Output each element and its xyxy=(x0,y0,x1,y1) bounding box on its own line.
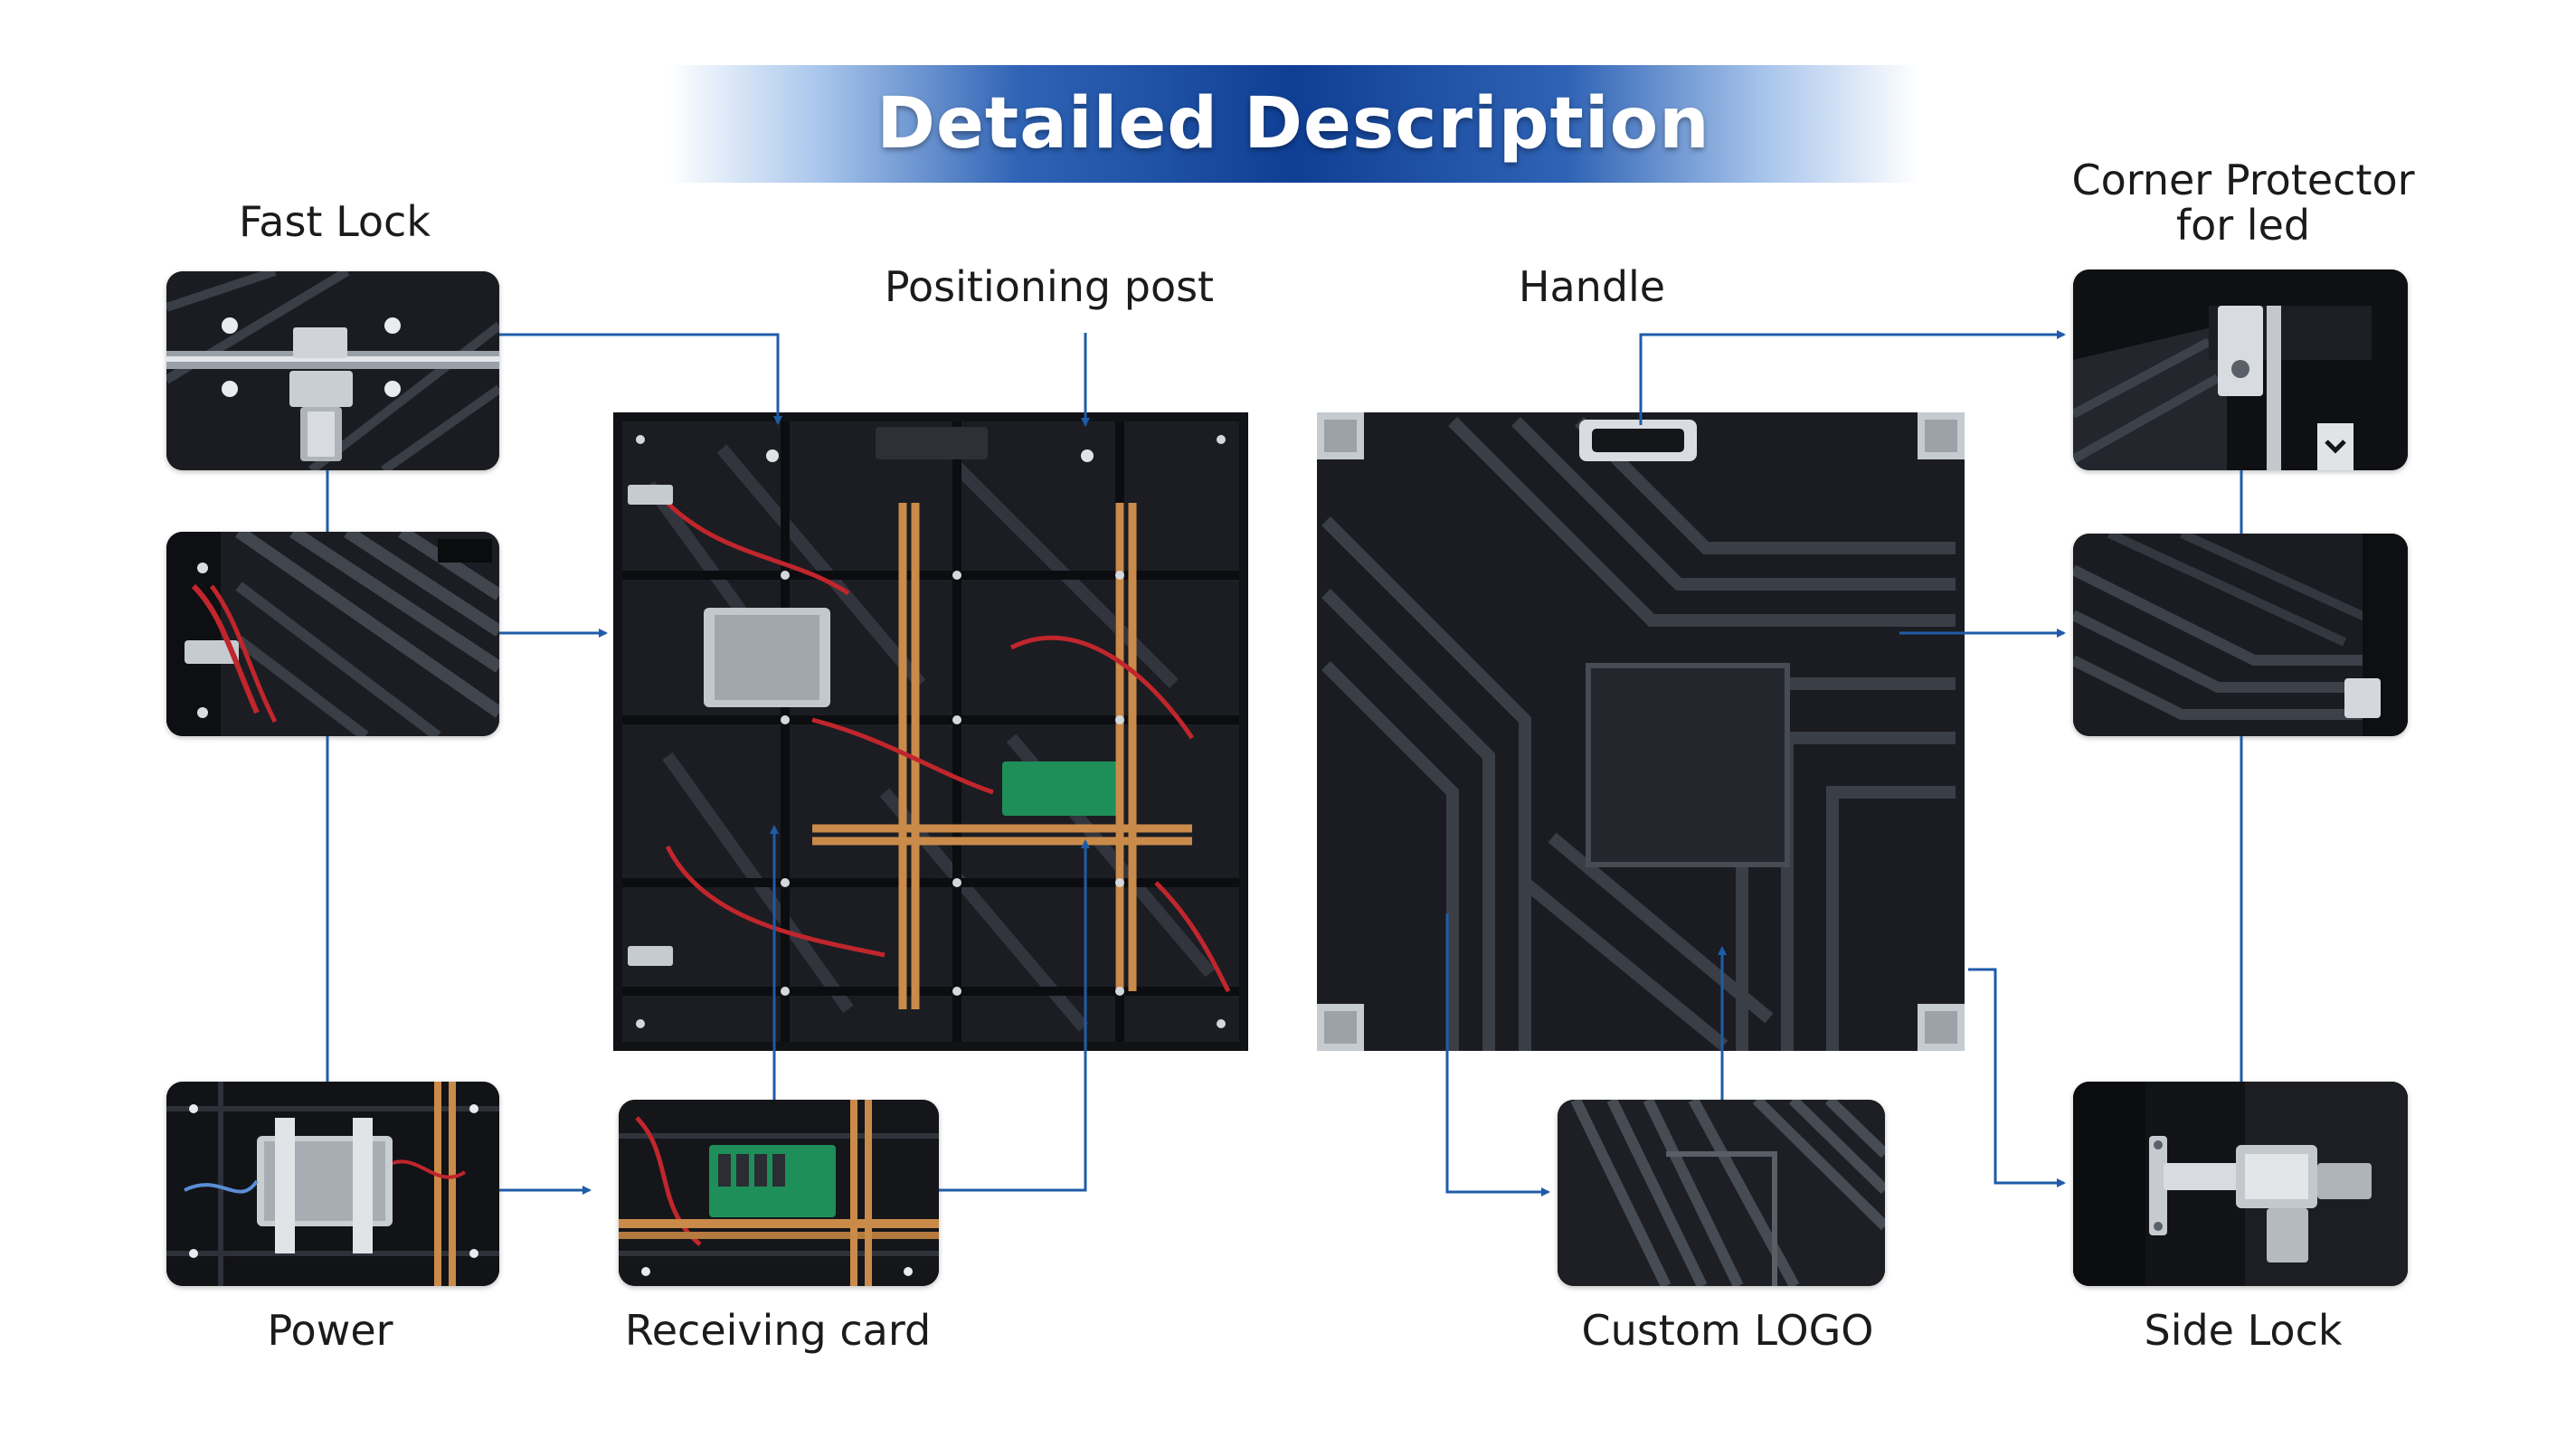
panel-rear-view xyxy=(613,412,1248,1051)
connector-handle xyxy=(1639,330,2066,425)
connector-side-lock xyxy=(1968,968,2066,1187)
receiving-card-thumbnail xyxy=(619,1100,939,1286)
corner-protector-thumbnail xyxy=(2073,270,2408,470)
panel-rear-illustration xyxy=(613,412,1248,1051)
label-power: Power xyxy=(267,1306,393,1355)
label-custom-logo: Custom LOGO xyxy=(1581,1306,1874,1355)
panel-front-view xyxy=(1317,412,1965,1051)
label-corner-protector: Corner Protector for led xyxy=(2035,157,2451,248)
label-fast-lock: Fast Lock xyxy=(239,197,431,246)
custom-logo-illustration xyxy=(1558,1100,1885,1286)
page-title: Detailed Description xyxy=(876,83,1710,165)
panel-edge-illustration xyxy=(166,532,499,736)
side-lock-thumbnail xyxy=(2073,1082,2408,1286)
fast-lock-thumbnail xyxy=(166,271,499,470)
fast-lock-illustration xyxy=(166,271,499,470)
power-thumbnail xyxy=(166,1082,499,1286)
side-frame-thumbnail xyxy=(2073,534,2408,736)
receiving-card-illustration xyxy=(619,1100,939,1286)
panel-edge-thumbnail xyxy=(166,532,499,736)
label-receiving-card: Receiving card xyxy=(624,1306,932,1355)
panel-front-illustration xyxy=(1317,412,1965,1051)
label-corner-protector-line2: for led xyxy=(2175,201,2311,250)
custom-logo-thumbnail xyxy=(1558,1100,1885,1286)
label-corner-protector-line1: Corner Protector xyxy=(2071,156,2415,204)
corner-protector-illustration xyxy=(2073,270,2408,470)
power-supply-illustration xyxy=(166,1082,499,1286)
side-lock-illustration xyxy=(2073,1082,2408,1286)
label-positioning-post: Positioning post xyxy=(884,262,1215,311)
title-banner: Detailed Description xyxy=(669,65,1918,183)
connector-fast-lock xyxy=(499,333,782,425)
label-side-lock: Side Lock xyxy=(2144,1306,2343,1355)
label-handle: Handle xyxy=(1518,262,1666,311)
side-frame-illustration xyxy=(2073,534,2408,736)
